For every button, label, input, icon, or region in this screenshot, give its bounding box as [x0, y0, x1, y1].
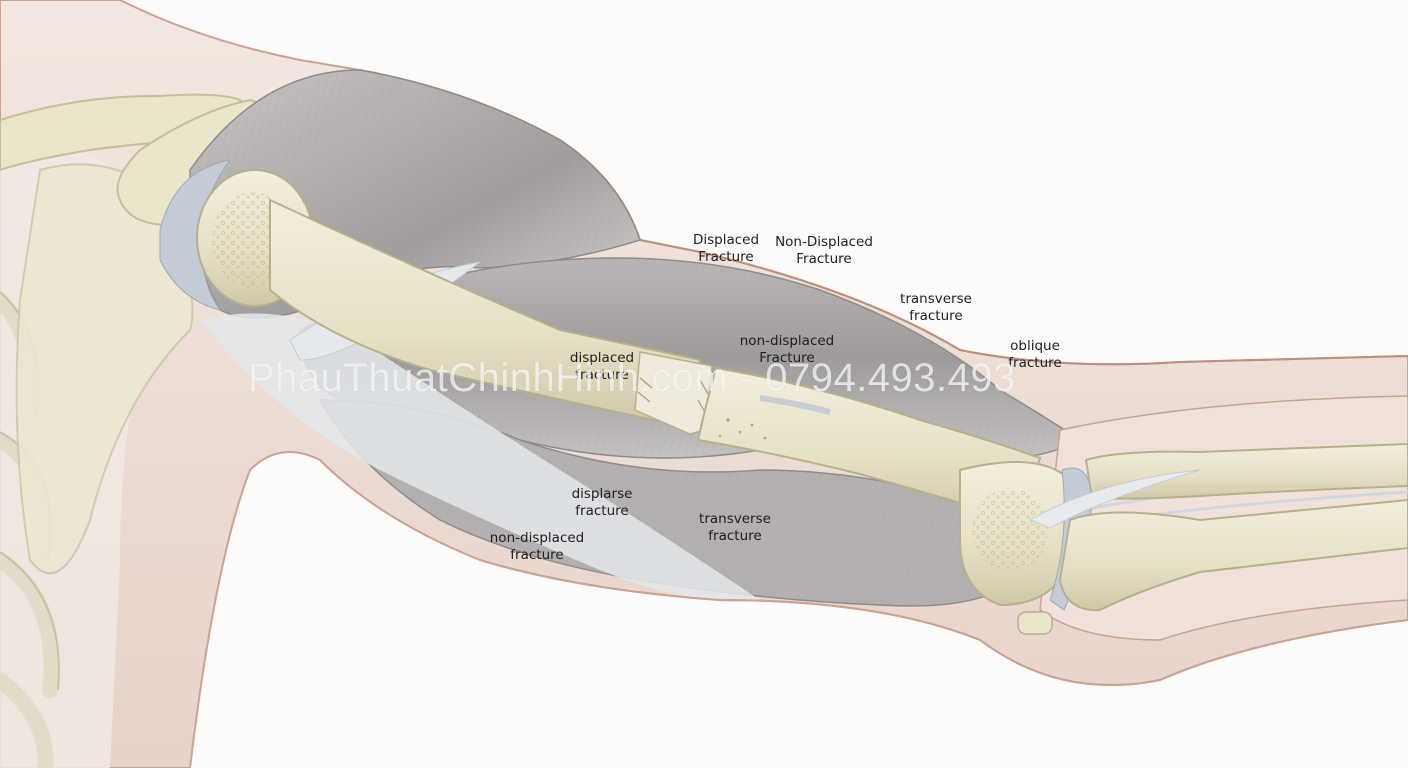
non-displaced-crack [759, 395, 831, 415]
label-transverse-fracture-upper: transverse fracture [900, 291, 972, 324]
watermark: PhauThuatChinhHinh.com - 0794.493.493 [248, 356, 1016, 400]
humerus-shaft-upper [269, 198, 702, 430]
ulna-bone [1058, 498, 1408, 612]
label-displaced-fracture-top: Displaced Fracture [692, 232, 760, 265]
label-transverse-fracture-lower: transverse fracture [699, 511, 771, 544]
label-oblique-fracture: oblique fracture [1008, 338, 1062, 371]
label-non-displaced-fracture-top: Non-Displaced Fracture [775, 234, 873, 267]
fracture-fragment [634, 351, 713, 435]
biceps-tendon [1028, 469, 1201, 529]
tendon-sheet [200, 313, 760, 602]
label-non-displaced-fracture-mid: non-displaced Fracture [739, 333, 835, 366]
label-displaced-fracture-mid: displaced fracture [569, 350, 635, 383]
label-displarse-fracture: displarse fracture [571, 486, 633, 519]
label-non-displaced-fracture-lower: non-displaced fracture [489, 530, 585, 563]
olecranon [1017, 611, 1053, 635]
radius-bone [1084, 442, 1408, 500]
